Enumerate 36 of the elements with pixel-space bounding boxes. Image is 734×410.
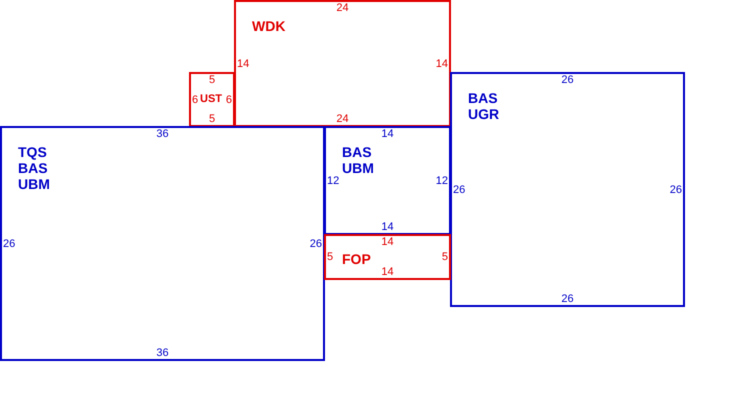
area-box: [324, 126, 451, 235]
dimension-label: 36: [156, 128, 169, 140]
area-box: [450, 72, 685, 307]
area-box: [189, 72, 235, 127]
dimension-label: 14: [381, 236, 394, 248]
dimension-label: 5: [208, 74, 216, 86]
dimension-label: 5: [327, 251, 334, 263]
dimension-label: 26: [453, 184, 466, 196]
dimension-label: 14: [381, 266, 394, 278]
area-label: BAS UBM: [342, 144, 374, 176]
area-label: BAS UGR: [468, 90, 500, 122]
dimension-label: 12: [436, 174, 448, 186]
area-box: [324, 234, 451, 280]
dimension-label: 26: [3, 238, 16, 250]
dimension-label: 5: [442, 251, 448, 263]
dimension-label: 26: [561, 293, 574, 305]
area-label: WDK: [252, 18, 286, 34]
dimension-label: 26: [561, 74, 574, 86]
dimension-label: 6: [226, 94, 232, 106]
area-label: TQS BAS UBM: [18, 144, 50, 192]
dimension-label: 14: [381, 221, 394, 233]
area-box: [0, 126, 325, 361]
area-box: [234, 0, 451, 127]
dimension-label: 12: [327, 174, 340, 186]
dimension-label: 14: [381, 128, 394, 140]
dimension-label: 36: [156, 347, 169, 359]
dimension-label: 14: [436, 58, 448, 70]
dimension-label: 6: [192, 94, 198, 106]
area-label: FOP: [342, 251, 371, 267]
dimension-label: 24: [336, 2, 349, 14]
dimension-label: 26: [310, 238, 322, 250]
dimension-label: 26: [670, 184, 682, 196]
area-label: UST: [200, 93, 222, 106]
dimension-label: 5: [208, 113, 216, 125]
dimension-label: 14: [237, 58, 250, 70]
dimension-label: 24: [336, 113, 349, 125]
